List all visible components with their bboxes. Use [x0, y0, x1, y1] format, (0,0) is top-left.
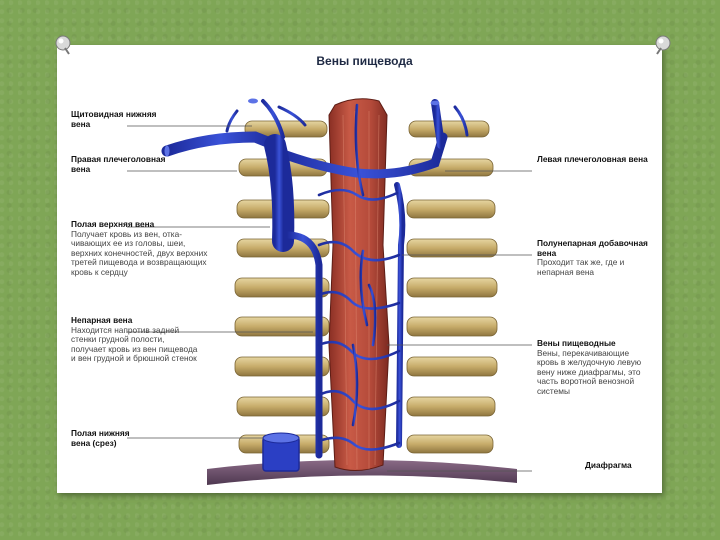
label-left-brachiocephalic-vein: Левая плечеголовная вена [537, 154, 652, 165]
pushpin-left-icon [55, 35, 71, 55]
jugular-left [431, 99, 445, 149]
page-title: Вены пищевода [316, 54, 413, 68]
label-description: Находится напротив задней стенки грудной… [71, 324, 198, 364]
label-name: Правая плечеголовная вена [71, 154, 166, 174]
hemiazygos-vein [394, 182, 406, 448]
label-description: Вены, перекачивающие кровь в желудочную … [537, 347, 642, 396]
thyroid-vein [261, 99, 285, 139]
label-azygos-vein: Непарная вена Находится напротив задней … [71, 315, 201, 364]
rib-right-1 [408, 120, 490, 138]
label-name: Щитовидная нижняя вена [71, 109, 157, 129]
label-description: Получает кровь из вен, отка­чивающих ее … [71, 228, 208, 277]
label-diaphragm: Диафрагма [585, 460, 655, 471]
label-description: Проходит так же, где и непарная вена [537, 257, 625, 277]
label-hemiazygos-vein: Полунепарная добавочная вена Проходит та… [537, 238, 652, 277]
label-name: Вены пищеводные [537, 338, 616, 348]
label-name: Полая верхняя вена [71, 219, 155, 229]
right-brachiocephalic-vein [161, 131, 281, 157]
label-thyroid-vein: Щитовидная нижняя вена [71, 109, 161, 129]
label-name: Левая плечеголовная вена [537, 154, 648, 164]
pushpin-right-icon [655, 35, 671, 55]
label-right-brachiocephalic-vein: Правая плечеголовная вена [71, 154, 181, 174]
azygos-vein [283, 231, 323, 459]
label-superior-vena-cava: Полая верхняя вена Получает кровь из вен… [71, 219, 213, 278]
veins [161, 96, 485, 472]
slide: Вены пищевода [57, 45, 662, 493]
esophagus [328, 98, 390, 471]
leader-lines [127, 125, 532, 472]
label-name: Диафрагма [585, 460, 632, 470]
label-name: Полая нижняя вена (срез) [71, 428, 130, 448]
label-inferior-vena-cava: Полая нижняя вена (срез) [71, 428, 151, 448]
esophagus-veins-illustration [127, 96, 532, 485]
superior-vena-cava [264, 134, 295, 252]
label-name: Полунепарная добавочная вена [537, 238, 648, 258]
label-name: Непарная вена [71, 315, 133, 325]
label-esophageal-veins: Вены пищеводные Вены, перекачивающие кро… [537, 338, 647, 397]
